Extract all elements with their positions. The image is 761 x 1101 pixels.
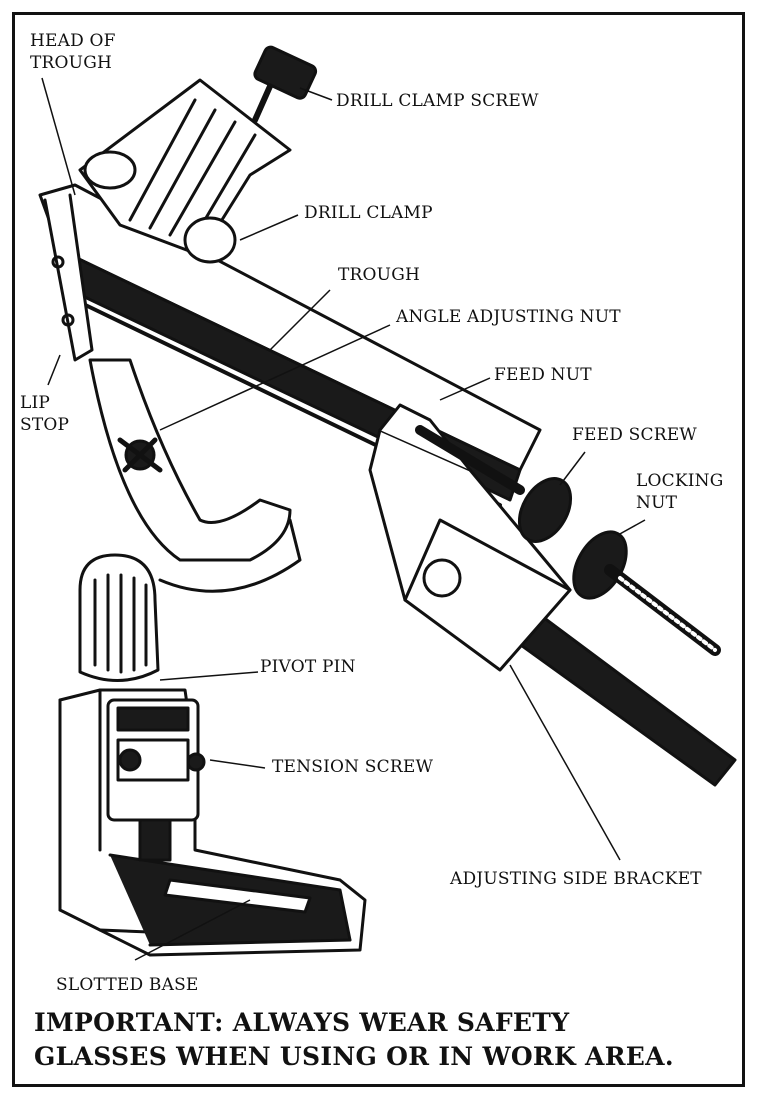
label-trough: TROUGH: [338, 265, 421, 285]
drill-clamp-shape: [78, 45, 318, 264]
pivot-knob-shape: [78, 553, 160, 682]
label-head-of-trough: HEAD OF TROUGH: [30, 31, 116, 73]
slotted-base-shape: [58, 688, 367, 957]
safety-warning-line-2: GLASSES WHEN USING OR IN WORK AREA.: [34, 1042, 674, 1071]
feed-screw-shape: [415, 425, 721, 656]
label-angle-adjusting-nut: ANGLE ADJUSTING NUT: [396, 307, 621, 327]
label-feed-nut: FEED NUT: [494, 365, 592, 385]
leader-lines: [41, 77, 646, 961]
label-adjusting-side-bracket: ADJUSTING SIDE BRACKET: [450, 869, 702, 889]
label-drill-clamp: DRILL CLAMP: [304, 203, 433, 223]
label-slotted-base: SLOTTED BASE: [56, 975, 199, 995]
label-lip-stop: LIP STOP: [20, 393, 70, 435]
tension-plate-shape: [106, 698, 206, 862]
label-pivot-pin: PIVOT PIN: [260, 657, 356, 677]
label-drill-clamp-screw: DRILL CLAMP SCREW: [336, 91, 539, 111]
label-locking-nut: LOCKING NUT: [636, 471, 724, 513]
adjusting-bracket-shape: [368, 403, 572, 672]
safety-warning-line-1: IMPORTANT: ALWAYS WEAR SAFETY: [34, 1008, 570, 1037]
label-tension-screw: TENSION SCREW: [272, 757, 434, 777]
pivot-arm-shape: [88, 358, 302, 593]
safety-warning: IMPORTANT: ALWAYS WEAR SAFETY GLASSES WH…: [34, 1006, 734, 1074]
label-feed-screw: FEED SCREW: [572, 425, 697, 445]
